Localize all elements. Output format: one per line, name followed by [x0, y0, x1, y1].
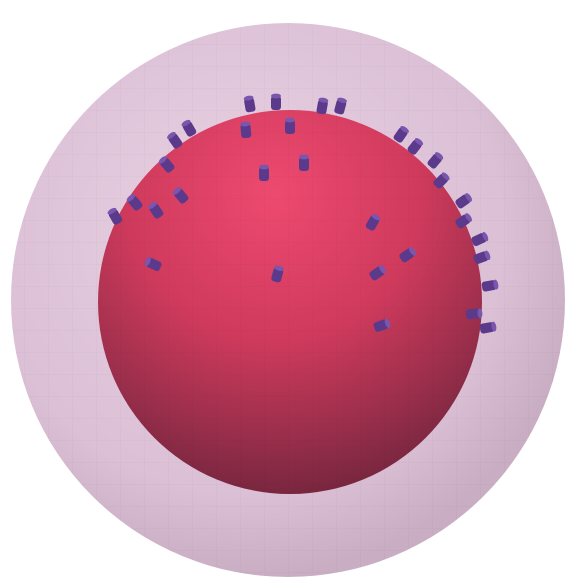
marker-cylinder — [240, 121, 252, 139]
marker-cylinder — [316, 97, 329, 115]
marker-cylinder — [285, 117, 295, 134]
marker-cylinder — [433, 172, 450, 189]
marker-cylinder — [167, 131, 183, 149]
marker-cylinder — [479, 321, 497, 334]
marker-cylinder — [393, 125, 409, 143]
marker-cylinder — [369, 265, 387, 281]
marker-cylinder — [427, 152, 444, 169]
marker-cylinder — [126, 194, 143, 211]
marker-cylinder — [473, 250, 491, 264]
marker-cylinder — [271, 93, 281, 110]
marker-cylinder — [148, 201, 164, 219]
marker-cylinder — [471, 231, 489, 247]
marker-cylinder — [373, 318, 391, 332]
marker-cylinder — [181, 119, 197, 137]
marker-cylinder — [334, 97, 347, 115]
marker-cylinder — [455, 213, 473, 229]
marker-cylinder — [144, 256, 162, 272]
marker-cylinder — [365, 213, 381, 231]
marker-cylinder — [271, 265, 284, 283]
marker-cylinder — [172, 187, 189, 204]
marker-cylinder — [259, 164, 269, 181]
marker-cylinder — [455, 193, 473, 209]
marker-cylinder — [407, 138, 424, 155]
inner-sphere — [98, 110, 482, 494]
marker-cylinder — [399, 247, 417, 263]
marker-cylinder — [158, 156, 175, 173]
marker-cylinder — [299, 154, 309, 171]
marker-cylinder — [481, 279, 499, 292]
marker-cylinder — [107, 207, 123, 225]
marker-cylinder — [243, 95, 256, 113]
marker-cylinder — [465, 308, 483, 320]
marker-group — [107, 93, 499, 334]
